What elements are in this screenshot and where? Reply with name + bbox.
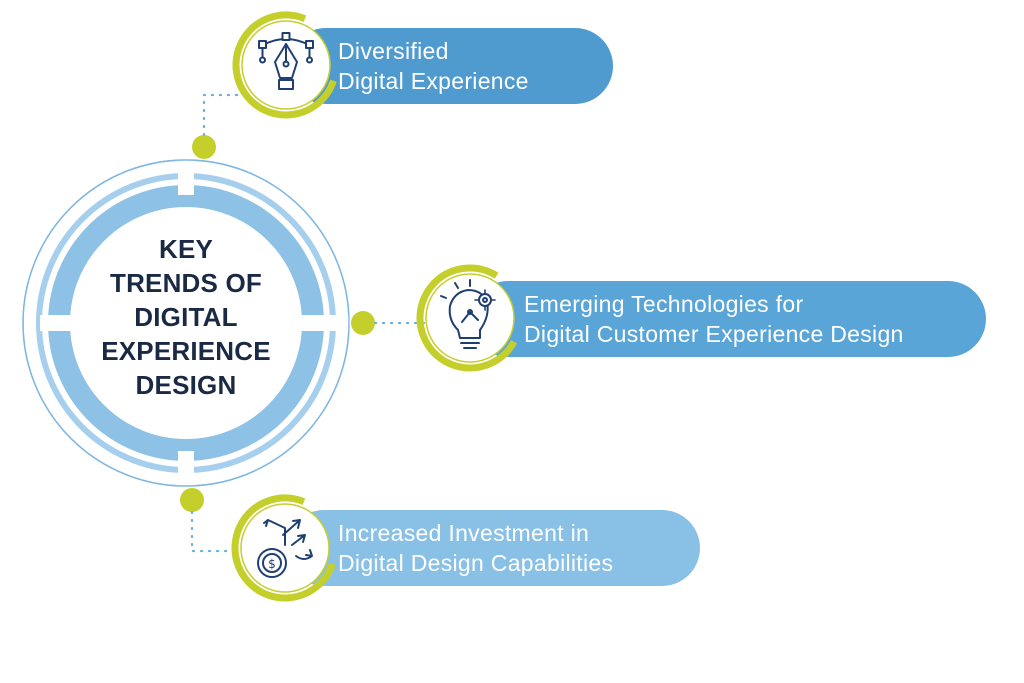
hub-rings — [22, 140, 351, 506]
trend-3-line-1: Increased Investment in — [338, 520, 590, 546]
trend-pill-investment: Increased Investment in Digital Design C… — [286, 510, 700, 586]
trend-1-line-1: Diversified — [338, 38, 449, 64]
trend-pill-emerging-tech: Emerging Technologies for Digital Custom… — [470, 281, 986, 357]
trend-pill-diversified: Diversified Digital Experience — [288, 28, 613, 104]
hub-title-line-1: KEY — [158, 234, 214, 264]
hub-title-line-5: DESIGN — [135, 370, 237, 400]
connector-node-1 — [192, 135, 216, 159]
connector-node-3 — [180, 488, 204, 512]
hub-title: KEY TRENDS OF DIGITAL EXPERIENCE DESIGN — [60, 232, 312, 402]
trend-2-line-2: Digital Customer Experience Design — [524, 321, 904, 347]
connector-node-2 — [351, 311, 375, 335]
trend-1-line-2: Digital Experience — [338, 68, 529, 94]
hub-title-line-4: EXPERIENCE — [101, 336, 271, 366]
trend-2-line-1: Emerging Technologies for — [524, 291, 804, 317]
hub-title-line-3: DIGITAL — [134, 302, 238, 332]
dotted-connectors — [190, 93, 430, 553]
hub-title-line-2: TRENDS OF — [109, 268, 263, 298]
trend-3-line-2: Digital Design Capabilities — [338, 550, 614, 576]
